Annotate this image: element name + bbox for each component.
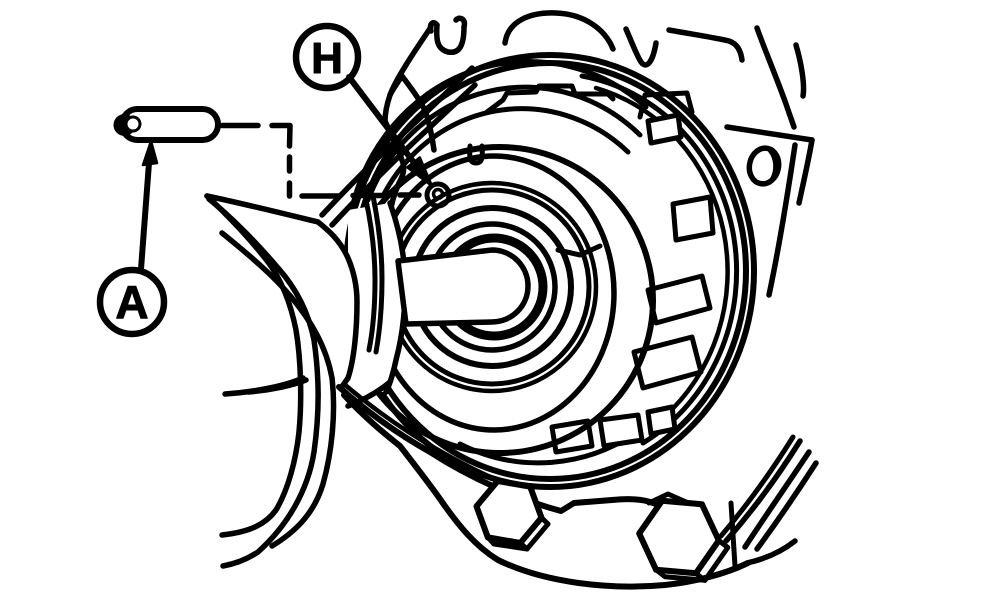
- svg-text:A: A: [115, 276, 148, 328]
- svg-text:H: H: [311, 34, 343, 83]
